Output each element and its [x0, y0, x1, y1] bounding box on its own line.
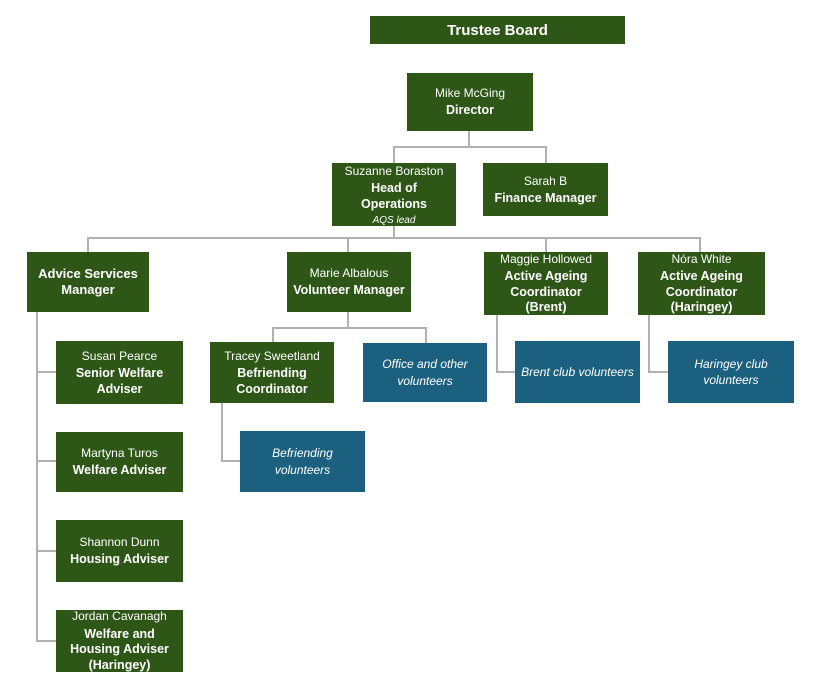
role-title: Housing Adviser [70, 552, 169, 567]
volunteer-label: Haringey club volunteers [694, 356, 768, 387]
person-name: Jordan Cavanagh [72, 609, 167, 624]
connector-elbow-senior-welfare [36, 371, 56, 373]
node-welfare-adviser: Martyna Turos Welfare Adviser [56, 432, 183, 492]
node-befriending-coordinator: Tracey Sweetland Befriending Coordinator [210, 342, 334, 403]
role-title: Advice Services Manager [38, 265, 138, 297]
person-name: Martyna Turos [81, 446, 158, 461]
connector-befcoord-elbow [221, 460, 240, 462]
connector-brent-riser [545, 237, 547, 252]
connector-officevol-riser [425, 327, 427, 343]
role-title: Finance Manager [494, 190, 597, 205]
node-befriending-volunteers: Befriending volunteers [240, 431, 365, 492]
connector-brentvol-drop [496, 315, 498, 373]
connector-volmgr-bus [272, 327, 427, 329]
role-title: Senior Welfare Adviser [75, 365, 164, 396]
connector-headops-riser [393, 146, 395, 163]
person-name: Maggie Hollowed [499, 251, 593, 266]
connector-advice-riser [87, 237, 89, 252]
volunteer-label: Brent club volunteers [521, 364, 634, 379]
volunteer-label: Befriending volunteers [272, 446, 333, 477]
connector-befcoord-drop [221, 403, 223, 462]
volunteer-label: Office and other volunteers [382, 357, 468, 388]
role-title: Welfare and Housing Adviser (Haringey) [70, 626, 169, 672]
node-welfare-housing-adviser: Jordan Cavanagh Welfare and Housing Advi… [56, 609, 183, 672]
person-name: Suzanne Boraston [344, 164, 444, 179]
person-name: Tracey Sweetland [224, 348, 320, 363]
connector-elbow-housing [36, 550, 56, 552]
role-title: Head of Operations [361, 181, 427, 212]
connector-director-bus [393, 146, 547, 148]
person-name: Marie Albalous [309, 266, 389, 281]
connector-finance-riser [545, 146, 547, 163]
node-head-of-operations: Suzanne Boraston Head of Operations AQS … [332, 163, 456, 226]
connector-director-drop [468, 131, 470, 148]
connector-advisers-spine [36, 312, 38, 642]
role-note: AQS lead [372, 214, 416, 226]
node-advice-services-manager: Advice Services Manager [27, 252, 149, 312]
node-brent-volunteers: Brent club volunteers [515, 341, 640, 403]
connector-haringeyvol-drop [648, 315, 650, 373]
connector-managers-bus [87, 237, 701, 239]
node-trustee-board: Trustee Board [370, 16, 625, 44]
connector-brentvol-elbow [496, 371, 515, 373]
role-title: Director [446, 103, 494, 118]
person-name: Nóra White [671, 251, 732, 266]
role-title: Volunteer Manager [293, 283, 405, 298]
node-director: Mike McGing Director [407, 73, 533, 131]
connector-volunteer-riser [347, 237, 349, 252]
role-title: Welfare Adviser [72, 463, 167, 478]
person-name: Sarah B [523, 173, 568, 188]
node-active-ageing-brent: Maggie Hollowed Active Ageing Coordinato… [484, 252, 608, 315]
person-name: Shannon Dunn [79, 535, 160, 550]
node-volunteer-manager: Marie Albalous Volunteer Manager [287, 252, 411, 312]
node-office-volunteers: Office and other volunteers [363, 343, 487, 402]
connector-volmgr-drop [347, 312, 349, 329]
role-title: Befriending Coordinator [236, 365, 308, 396]
node-finance-manager: Sarah B Finance Manager [483, 163, 608, 216]
node-senior-welfare-adviser: Susan Pearce Senior Welfare Adviser [56, 341, 183, 404]
connector-headops-drop [393, 226, 395, 239]
connector-elbow-welfare-housing [36, 640, 56, 642]
role-title: Active Ageing Coordinator (Brent) [504, 269, 588, 315]
person-name: Susan Pearce [81, 348, 158, 363]
connector-befriending-riser [272, 327, 274, 342]
node-haringey-volunteers: Haringey club volunteers [668, 341, 794, 403]
node-active-ageing-haringey: Nóra White Active Ageing Coordinator (Ha… [638, 252, 765, 315]
connector-elbow-welfare [36, 460, 56, 462]
role-title: Active Ageing Coordinator (Haringey) [660, 269, 743, 315]
node-housing-adviser: Shannon Dunn Housing Adviser [56, 520, 183, 582]
person-name: Mike McGing [434, 86, 505, 101]
connector-haringey-riser [699, 237, 701, 252]
board-title: Trustee Board [447, 21, 548, 39]
connector-haringeyvol-elbow [648, 371, 668, 373]
